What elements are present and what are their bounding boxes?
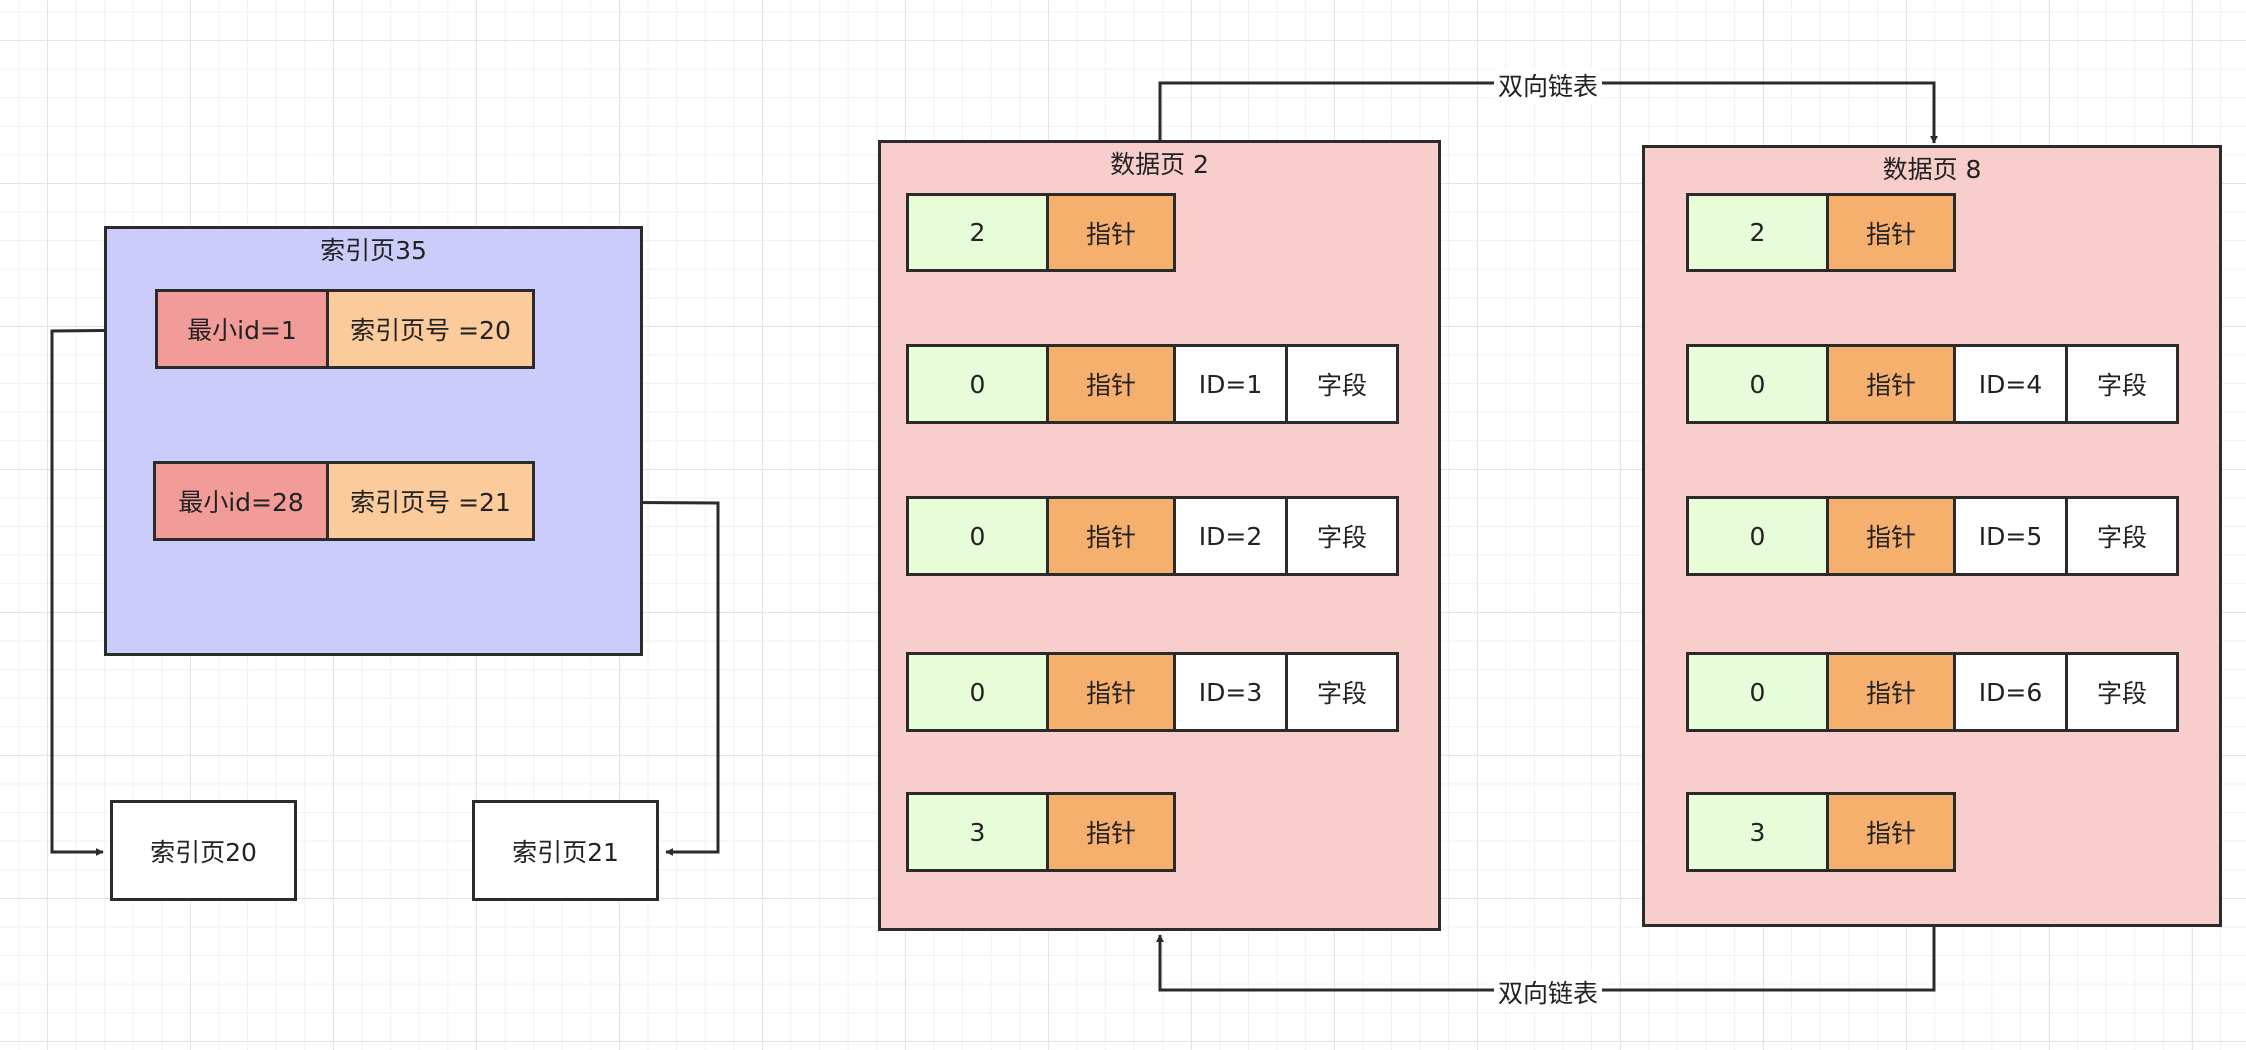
linked-list-label-top: 双向链表 xyxy=(1494,67,1603,103)
dp2-row-2-type[interactable]: 0 xyxy=(906,496,1049,576)
dp2-header-pointer[interactable]: 指针 xyxy=(1046,193,1176,272)
dp2-row-3-id[interactable]: ID=3 xyxy=(1173,652,1288,732)
index-entry-1-page-no[interactable]: 索引页号 =20 xyxy=(326,289,535,369)
dp8-row-1-pointer[interactable]: 指针 xyxy=(1826,344,1956,424)
dp2-row-3-pointer[interactable]: 指针 xyxy=(1046,652,1176,732)
data-page-2-title: 数据页 2 xyxy=(1110,150,1209,179)
dp8-row-1-type[interactable]: 0 xyxy=(1686,344,1829,424)
dp8-row-2-field[interactable]: 字段 xyxy=(2065,496,2179,576)
dp8-row-3-type[interactable]: 0 xyxy=(1686,652,1829,732)
dp8-row-2-id[interactable]: ID=5 xyxy=(1953,496,2068,576)
dp8-row-3-id[interactable]: ID=6 xyxy=(1953,652,2068,732)
linked-list-label-bottom: 双向链表 xyxy=(1494,974,1603,1010)
data-page-8-title: 数据页 8 xyxy=(1882,155,1982,184)
dp8-row-2-pointer[interactable]: 指针 xyxy=(1826,496,1956,576)
dp8-header-type[interactable]: 2 xyxy=(1686,193,1829,272)
dp2-row-1-field[interactable]: 字段 xyxy=(1285,344,1399,424)
dp2-header-type[interactable]: 2 xyxy=(906,193,1049,272)
index-entry-2-min-id[interactable]: 最小id=28 xyxy=(153,461,329,541)
dp8-footer-pointer[interactable]: 指针 xyxy=(1826,792,1956,872)
dp8-header-pointer[interactable]: 指针 xyxy=(1826,193,1956,272)
dp8-row-3-field[interactable]: 字段 xyxy=(2065,652,2179,732)
dp8-footer-type[interactable]: 3 xyxy=(1686,792,1829,872)
dp8-row-2-type[interactable]: 0 xyxy=(1686,496,1829,576)
dp8-row-1-field[interactable]: 字段 xyxy=(2065,344,2179,424)
index-page-20[interactable]: 索引页20 xyxy=(110,800,297,901)
dp2-row-1-type[interactable]: 0 xyxy=(906,344,1049,424)
index-entry-1-min-id[interactable]: 最小id=1 xyxy=(155,289,329,369)
dp2-row-1-pointer[interactable]: 指针 xyxy=(1046,344,1176,424)
dp2-footer-pointer[interactable]: 指针 xyxy=(1046,792,1176,872)
dp2-footer-type[interactable]: 3 xyxy=(906,792,1049,872)
dp8-row-1-id[interactable]: ID=4 xyxy=(1953,344,2068,424)
dp2-row-2-field[interactable]: 字段 xyxy=(1285,496,1399,576)
dp8-row-3-pointer[interactable]: 指针 xyxy=(1826,652,1956,732)
dp2-row-3-type[interactable]: 0 xyxy=(906,652,1049,732)
index-entry-2-page-no[interactable]: 索引页号 =21 xyxy=(326,461,535,541)
dp2-row-2-pointer[interactable]: 指针 xyxy=(1046,496,1176,576)
dp2-row-1-id[interactable]: ID=1 xyxy=(1173,344,1288,424)
index-page-title: 索引页35 xyxy=(320,236,427,265)
dp2-row-3-field[interactable]: 字段 xyxy=(1285,652,1399,732)
index-page-21[interactable]: 索引页21 xyxy=(472,800,659,901)
dp2-row-2-id[interactable]: ID=2 xyxy=(1173,496,1288,576)
